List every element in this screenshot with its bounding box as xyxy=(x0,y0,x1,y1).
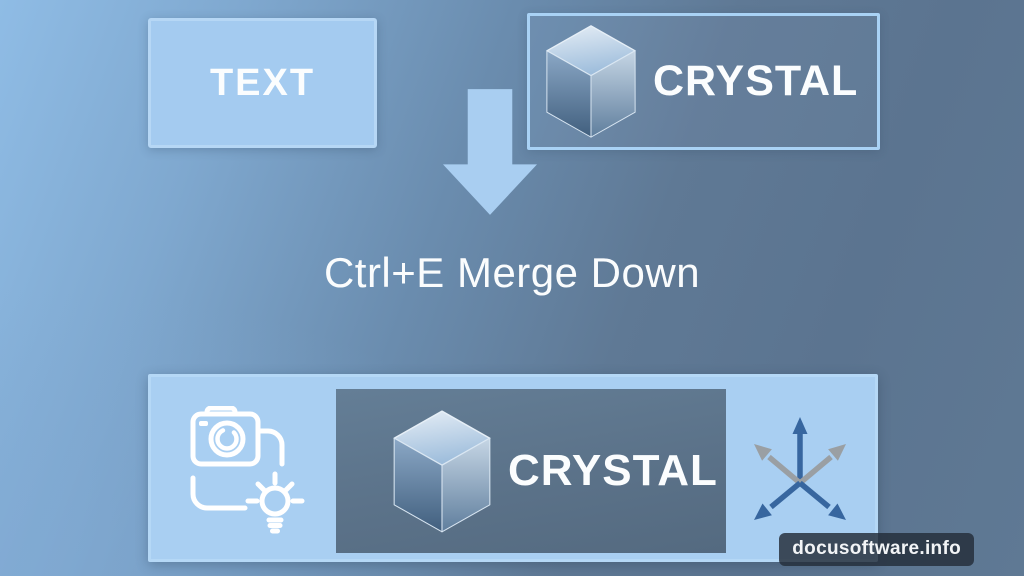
shortcut-caption: Ctrl+E Merge Down xyxy=(323,249,701,296)
merge-down-arrow-icon xyxy=(442,89,538,215)
merged-layer-label: CRYSTAL xyxy=(508,446,718,495)
merged-layer-panel: CRYSTAL xyxy=(148,374,878,562)
text-layer-panel: TEXT xyxy=(148,18,377,148)
cube-icon xyxy=(393,409,491,532)
cube-icon xyxy=(546,25,636,138)
spread-arrows-icon xyxy=(754,417,846,520)
camera-to-idea-icon xyxy=(190,406,305,534)
merged-layer-content: CRYSTAL xyxy=(336,389,726,553)
crystal-layer-label: CRYSTAL xyxy=(653,57,859,105)
text-layer-label: TEXT xyxy=(209,61,316,104)
watermark: docusoftware.info xyxy=(779,533,974,566)
crystal-layer-panel: CRYSTAL xyxy=(527,13,880,150)
